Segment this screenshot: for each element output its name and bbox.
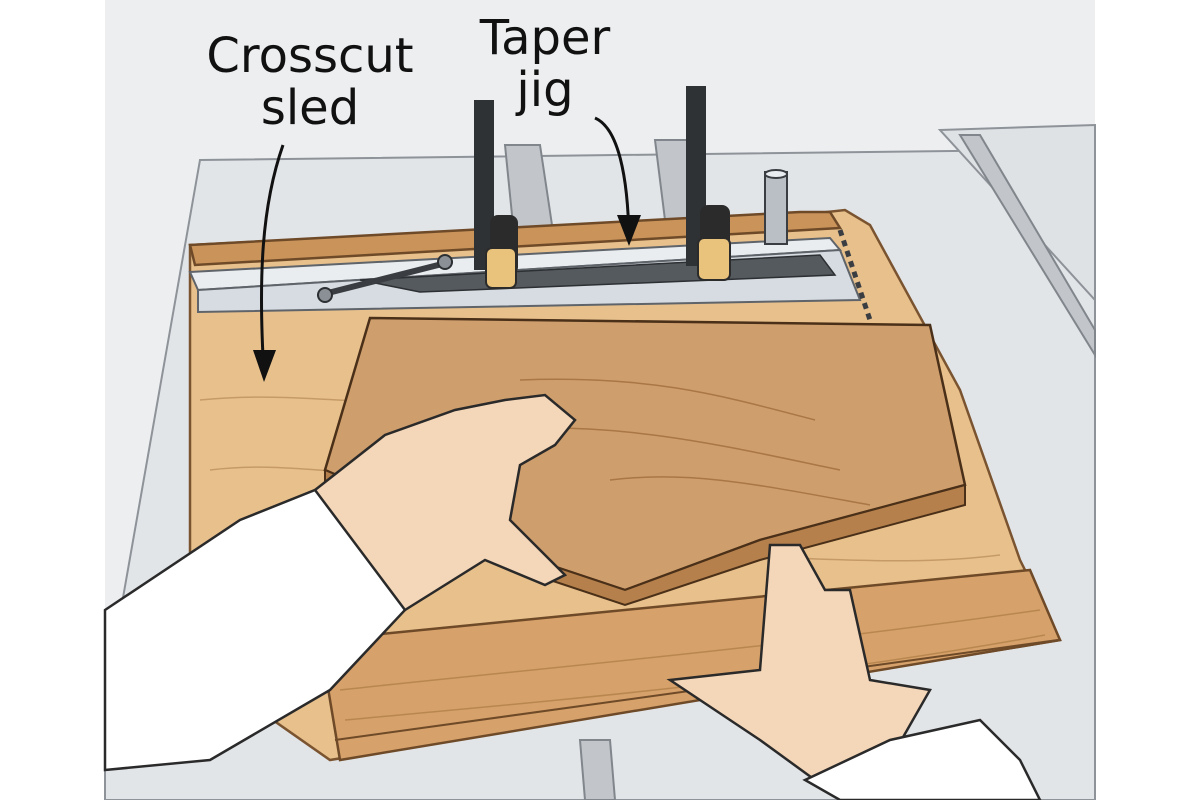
taper-jig-label-line2: jig (516, 62, 574, 118)
crosscut-sled-label: Crosscut sled (190, 30, 430, 134)
bar-clamp-icon (686, 86, 731, 281)
taper-jig-arrow (594, 116, 641, 246)
taper-jig-label-line1: Taper (479, 10, 611, 66)
taper-jig-label: Taper jig (455, 12, 635, 116)
crosscut-sled-label-line2: sled (260, 80, 360, 136)
stop-pin-icon (764, 169, 788, 245)
crosscut-sled-label-line1: Crosscut (206, 28, 414, 84)
crosscut-sled-arrow (253, 144, 285, 382)
left-hand (103, 393, 577, 772)
bar-clamp-icon (474, 100, 518, 289)
